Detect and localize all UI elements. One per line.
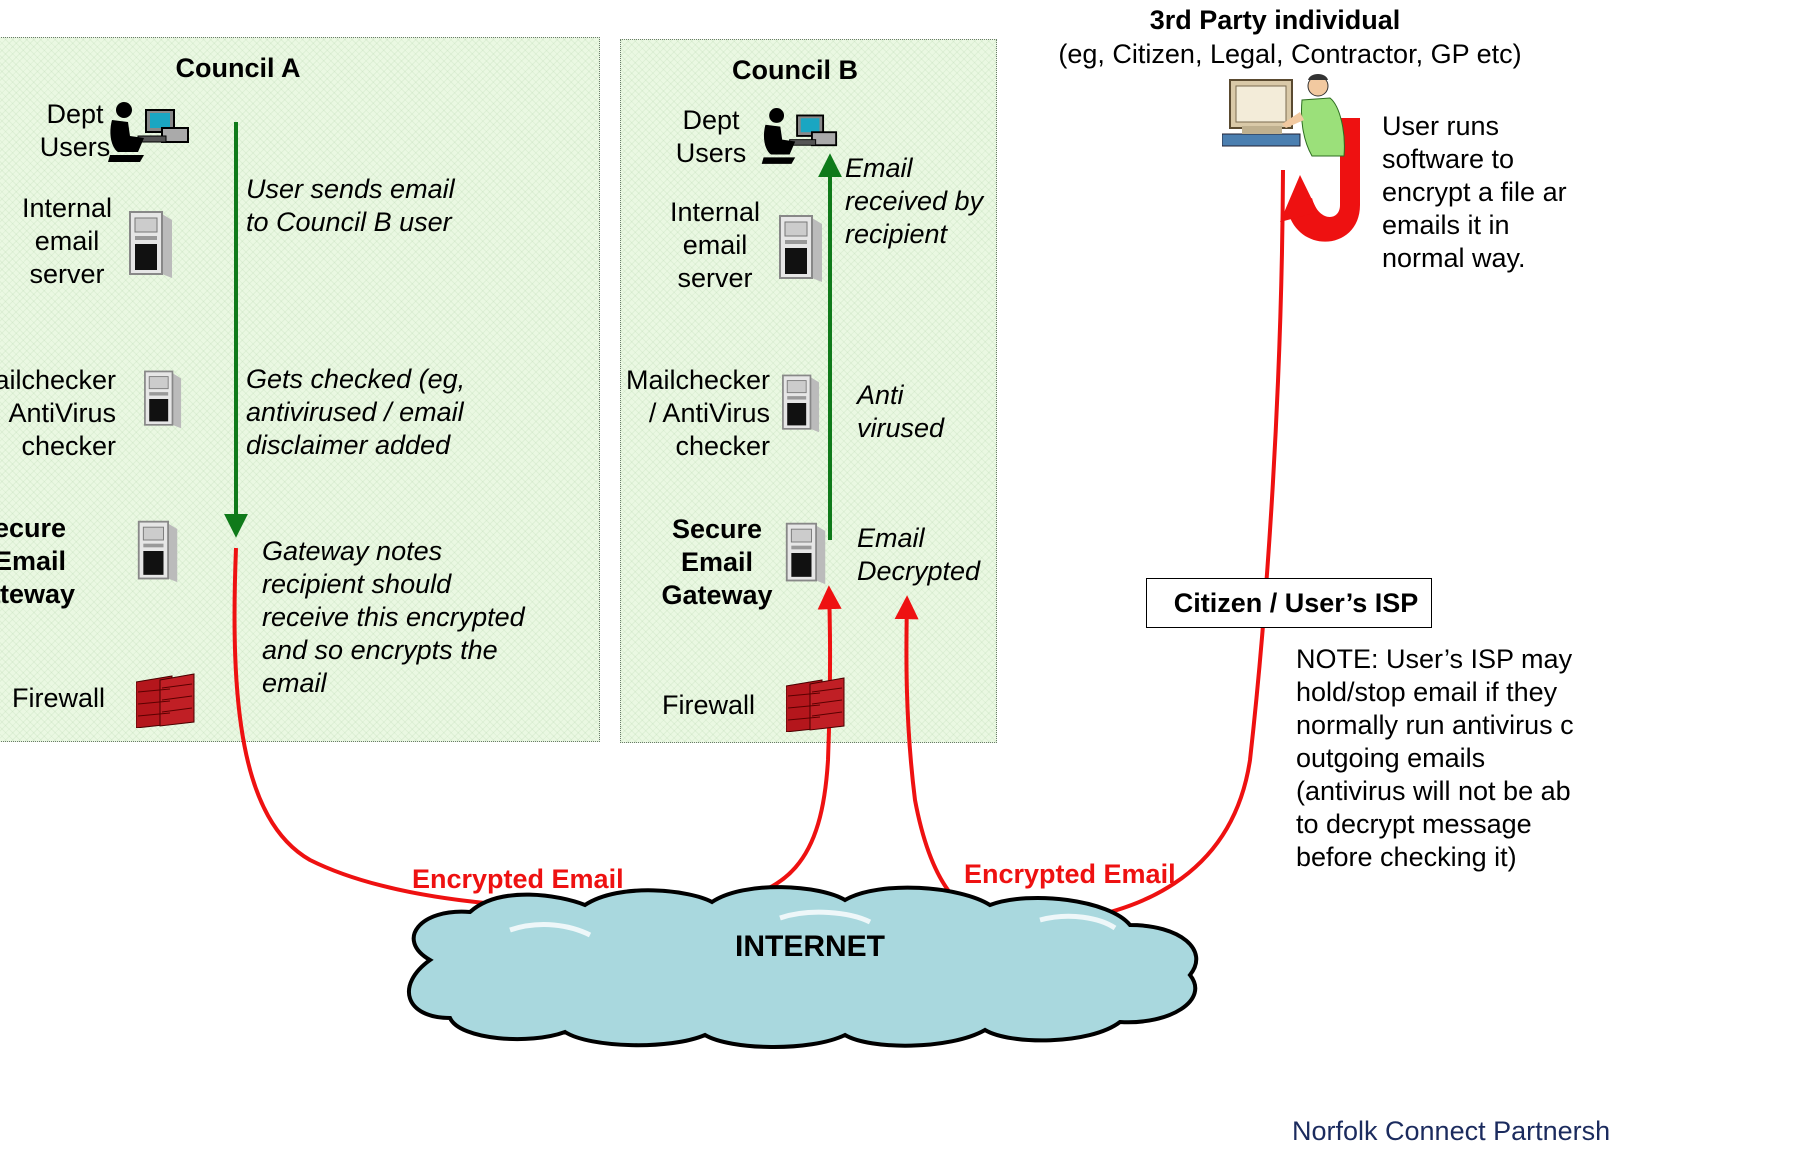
council-a-step-check: Gets checked (eg, antivirused / email di… [246, 364, 466, 460]
council-a-step-gateway: Gateway notes recipient should receive t… [262, 536, 525, 698]
council-b-internal-server-label: Internal email server [669, 197, 761, 293]
council-a-mailchecker-label: ailchecker AntiVirus checker [0, 365, 116, 461]
red-path-third-party-to-b [894, 169, 1285, 928]
council-a-gateway-label: ecure Email ateway [0, 513, 76, 609]
internet-label: INTERNET [735, 930, 885, 963]
council-b-gateway-label: Secure Email Gateway [661, 514, 773, 610]
council-a-dept-users-icon [108, 102, 189, 162]
council-a-step-send: User sends email to Council B user [246, 174, 455, 237]
isp-note: NOTE: User’s ISP may hold/stop email if … [1296, 644, 1574, 872]
council-b-mailchecker-label: Mailchecker / AntiVirus checker [625, 365, 770, 461]
council-b-step-decrypted: Email Decrypted [857, 523, 981, 586]
council-b-gateway-icon [785, 522, 826, 585]
council-a-firewall-label: Firewall [12, 683, 106, 713]
encrypted-email-label-right: Encrypted Email [964, 859, 1176, 889]
third-party-user-icon [1222, 74, 1345, 157]
council-b-firewall-label: Firewall [662, 690, 756, 720]
norfolk-logo-text: Norfolk Connect Partnersh [1292, 1116, 1611, 1146]
council-b-title: Council B [732, 55, 858, 85]
council-b-dept-users-label: Dept Users [675, 105, 747, 168]
council-a-internal-server-label: Internal email server [21, 193, 113, 289]
third-party-action: User runs software to encrypt a file ar … [1382, 111, 1567, 273]
council-b-internal-server-icon [779, 215, 822, 282]
council-b-mailchecker-icon [782, 374, 820, 433]
council-b-dept-users-icon [761, 108, 838, 164]
council-b-firewall-icon [786, 677, 845, 732]
isp-box [1146, 578, 1432, 628]
council-a-mailchecker-icon [144, 370, 182, 429]
council-b-step-antivirused: Anti virused [857, 380, 945, 443]
council-a-firewall-icon [136, 673, 195, 728]
council-a-title: Council A [175, 53, 301, 83]
council-a-dept-users-label: Dept Users [39, 99, 111, 162]
third-party-subtitle: (eg, Citizen, Legal, Contractor, GP etc) [1058, 39, 1522, 69]
isp-label: Citizen / User’s ISP [1173, 588, 1419, 618]
council-a-panel [0, 37, 600, 742]
council-a-gateway-icon [137, 520, 178, 583]
third-party-title: 3rd Party individual [1149, 5, 1401, 35]
council-a-internal-server-icon [129, 211, 172, 278]
encrypted-email-label-left: Encrypted Email [412, 864, 624, 894]
council-b-step-received: Email received by recipient [845, 153, 984, 249]
